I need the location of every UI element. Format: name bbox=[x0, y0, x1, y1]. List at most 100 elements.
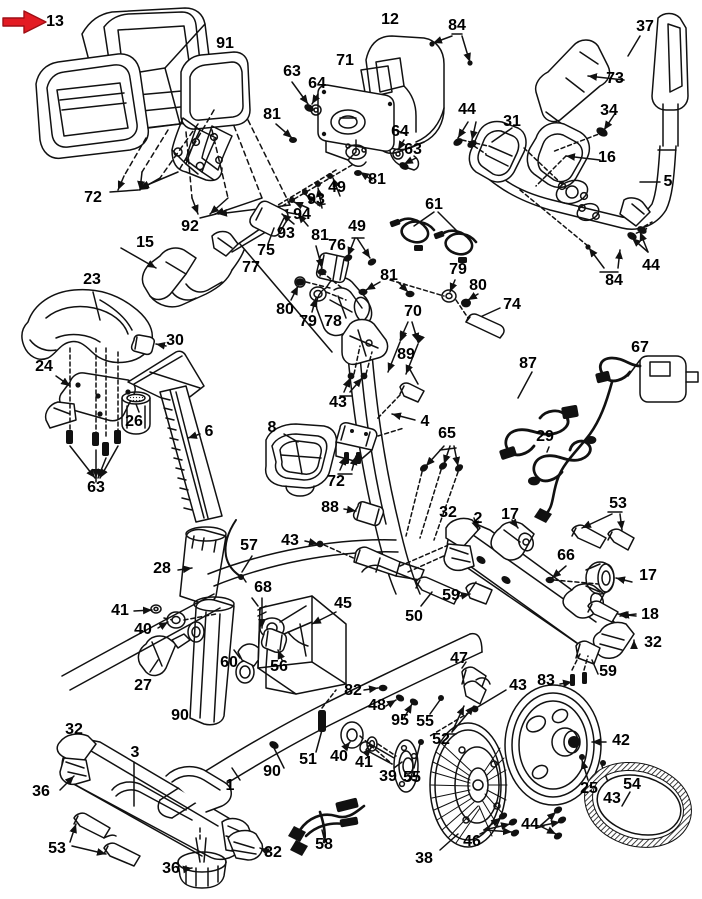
part-callout-32b: 32 bbox=[644, 634, 662, 651]
part-callout-63a: 63 bbox=[283, 63, 301, 80]
part-seat-bracket-24 bbox=[44, 372, 136, 429]
part-wheel-17 bbox=[585, 561, 615, 595]
part-callout-80b: 80 bbox=[276, 301, 294, 318]
part-callout-80a: 80 bbox=[469, 277, 487, 294]
part-callout-56: 56 bbox=[270, 658, 288, 675]
part-callout-78: 78 bbox=[324, 313, 342, 330]
part-callout-61: 61 bbox=[425, 196, 443, 213]
part-callout-45: 45 bbox=[334, 595, 352, 612]
part-power-adapter-67 bbox=[544, 355, 699, 516]
part-callout-40b: 40 bbox=[330, 748, 348, 765]
part-resistance-assembly-45 bbox=[257, 595, 347, 695]
part-callout-65: 65 bbox=[438, 425, 456, 442]
part-callout-89: 89 bbox=[397, 346, 415, 363]
part-callout-43d: 43 bbox=[603, 790, 621, 807]
part-callout-41b: 41 bbox=[355, 754, 373, 771]
part-callout-77: 77 bbox=[242, 259, 260, 276]
part-callout-32c: 32 bbox=[65, 721, 83, 738]
part-callout-8: 8 bbox=[267, 419, 277, 436]
part-callout-76: 76 bbox=[328, 237, 346, 254]
part-callout-59a: 59 bbox=[442, 587, 460, 604]
part-bushing-79 bbox=[309, 286, 327, 302]
part-block-76 bbox=[315, 252, 350, 284]
part-callout-88: 88 bbox=[321, 499, 339, 516]
part-callout-55b: 55 bbox=[403, 769, 421, 786]
part-handlebar-assembly bbox=[468, 12, 689, 230]
part-callout-43c: 43 bbox=[509, 677, 527, 694]
part-bolt-89 bbox=[399, 382, 425, 403]
part-callout-51: 51 bbox=[299, 751, 317, 768]
part-callout-47: 47 bbox=[450, 650, 468, 667]
part-callout-44c: 44 bbox=[521, 816, 539, 833]
part-callout-16: 16 bbox=[598, 149, 616, 166]
part-callout-5: 5 bbox=[663, 173, 673, 190]
part-callout-36b: 36 bbox=[162, 860, 180, 877]
part-console-13 bbox=[35, 7, 217, 160]
part-upper-handgrip-91 bbox=[171, 51, 251, 182]
part-callout-4: 4 bbox=[420, 413, 430, 430]
part-callout-83: 83 bbox=[537, 672, 555, 689]
part-cable-57 bbox=[224, 519, 253, 577]
part-callout-43a: 43 bbox=[329, 394, 347, 411]
part-callout-81a: 81 bbox=[263, 106, 281, 123]
part-rear-stabilizer-2 bbox=[443, 517, 635, 665]
part-callout-2: 2 bbox=[473, 510, 483, 527]
part-handlebar-post-cover-15 bbox=[141, 247, 245, 308]
part-callout-53a: 53 bbox=[609, 495, 627, 512]
part-seat-post-6 bbox=[127, 350, 223, 523]
part-callout-52: 52 bbox=[432, 731, 450, 748]
part-accessory-tray-8 bbox=[264, 423, 338, 497]
part-callout-18: 18 bbox=[641, 606, 659, 623]
part-sleeve-28 bbox=[179, 526, 227, 604]
part-callout-36a: 36 bbox=[32, 783, 50, 800]
part-callout-17a: 17 bbox=[501, 506, 519, 523]
part-callout-32a: 32 bbox=[439, 504, 457, 521]
part-callout-57: 57 bbox=[240, 537, 258, 554]
part-callout-72b: 72 bbox=[327, 473, 345, 490]
part-callout-55a: 55 bbox=[416, 713, 434, 730]
part-label-88 bbox=[352, 501, 385, 527]
part-callout-81d: 81 bbox=[380, 267, 398, 284]
part-callout-59b: 59 bbox=[599, 663, 617, 680]
part-callout-74: 74 bbox=[503, 296, 521, 313]
part-callout-72a: 72 bbox=[84, 189, 102, 206]
part-callout-15: 15 bbox=[136, 234, 154, 251]
part-callout-58: 58 bbox=[315, 836, 333, 853]
part-pin-74 bbox=[465, 313, 505, 339]
part-callout-92: 92 bbox=[181, 218, 199, 235]
part-callout-84b: 84 bbox=[605, 272, 623, 289]
part-callout-54: 54 bbox=[623, 776, 641, 793]
part-callout-70: 70 bbox=[404, 303, 422, 320]
part-cap-30 bbox=[130, 334, 155, 356]
part-callout-90a: 90 bbox=[171, 707, 189, 724]
part-callout-6: 6 bbox=[204, 423, 214, 440]
part-callout-39: 39 bbox=[379, 768, 397, 785]
part-pulley-38 bbox=[429, 722, 508, 848]
part-flywheel-42 bbox=[504, 684, 602, 806]
part-callout-29: 29 bbox=[536, 428, 554, 445]
part-clip-56 bbox=[260, 628, 288, 654]
part-callout-23: 23 bbox=[83, 271, 101, 288]
part-callout-12: 12 bbox=[381, 11, 399, 28]
part-callout-68: 68 bbox=[254, 579, 272, 596]
part-callout-32d: 32 bbox=[264, 844, 282, 861]
part-callout-25: 25 bbox=[580, 780, 598, 797]
part-callout-27: 27 bbox=[134, 677, 152, 694]
part-seat-23 bbox=[21, 288, 154, 364]
part-callout-49b: 49 bbox=[348, 218, 366, 235]
part-callout-31: 31 bbox=[503, 113, 521, 130]
part-pedal-27 bbox=[137, 633, 191, 677]
part-bracket-47 bbox=[461, 666, 491, 705]
part-callout-44a: 44 bbox=[458, 101, 476, 118]
part-callout-24: 24 bbox=[35, 358, 53, 375]
part-callout-49a: 49 bbox=[328, 179, 346, 196]
part-callout-84a: 84 bbox=[448, 17, 466, 34]
part-callout-48: 48 bbox=[368, 697, 386, 714]
part-callout-73: 73 bbox=[606, 70, 624, 87]
part-pedal-post bbox=[189, 596, 235, 726]
part-callout-79a: 79 bbox=[449, 261, 467, 278]
part-callout-3: 3 bbox=[130, 744, 140, 761]
part-callout-37: 37 bbox=[636, 18, 654, 35]
part-callout-34: 34 bbox=[600, 102, 618, 119]
